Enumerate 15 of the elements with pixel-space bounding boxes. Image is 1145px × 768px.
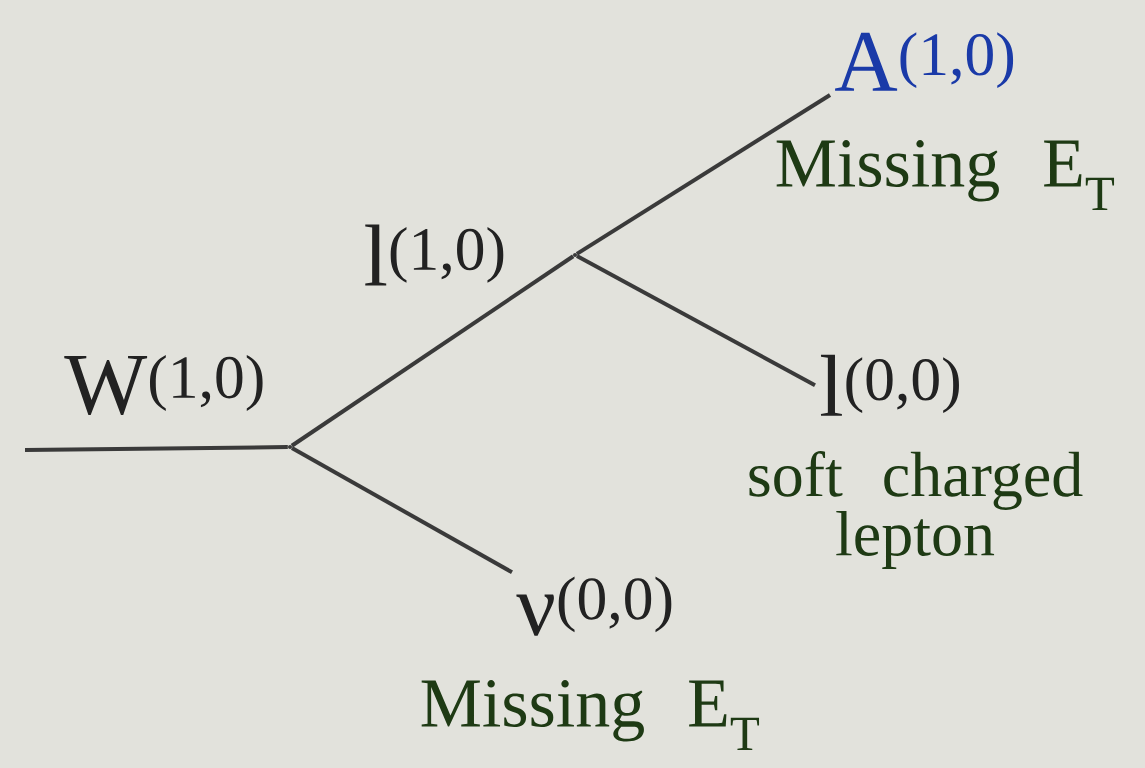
edge-label: l$^{(1,0)}$ <box>365 224 504 286</box>
caption-text: Missing E$_{T}$ <box>421 680 760 750</box>
caption-text: soft charged lepton <box>749 451 1083 569</box>
vertex-point <box>288 445 292 449</box>
line <box>576 254 816 388</box>
line <box>575 93 832 256</box>
particle-label: ν$^{(0,0)}$ <box>516 576 672 636</box>
caption-text: Missing E$_{T}$ <box>776 140 1115 210</box>
edge-label: W$^{(1,0)}$ <box>64 355 263 415</box>
particle-label: A$^{(1,0)}$ <box>835 32 1014 91</box>
particle-label: l$^{(0,0)}$ <box>820 354 959 416</box>
line <box>290 254 575 448</box>
line <box>24 445 288 452</box>
line <box>290 446 513 574</box>
vertex-point <box>573 253 577 257</box>
